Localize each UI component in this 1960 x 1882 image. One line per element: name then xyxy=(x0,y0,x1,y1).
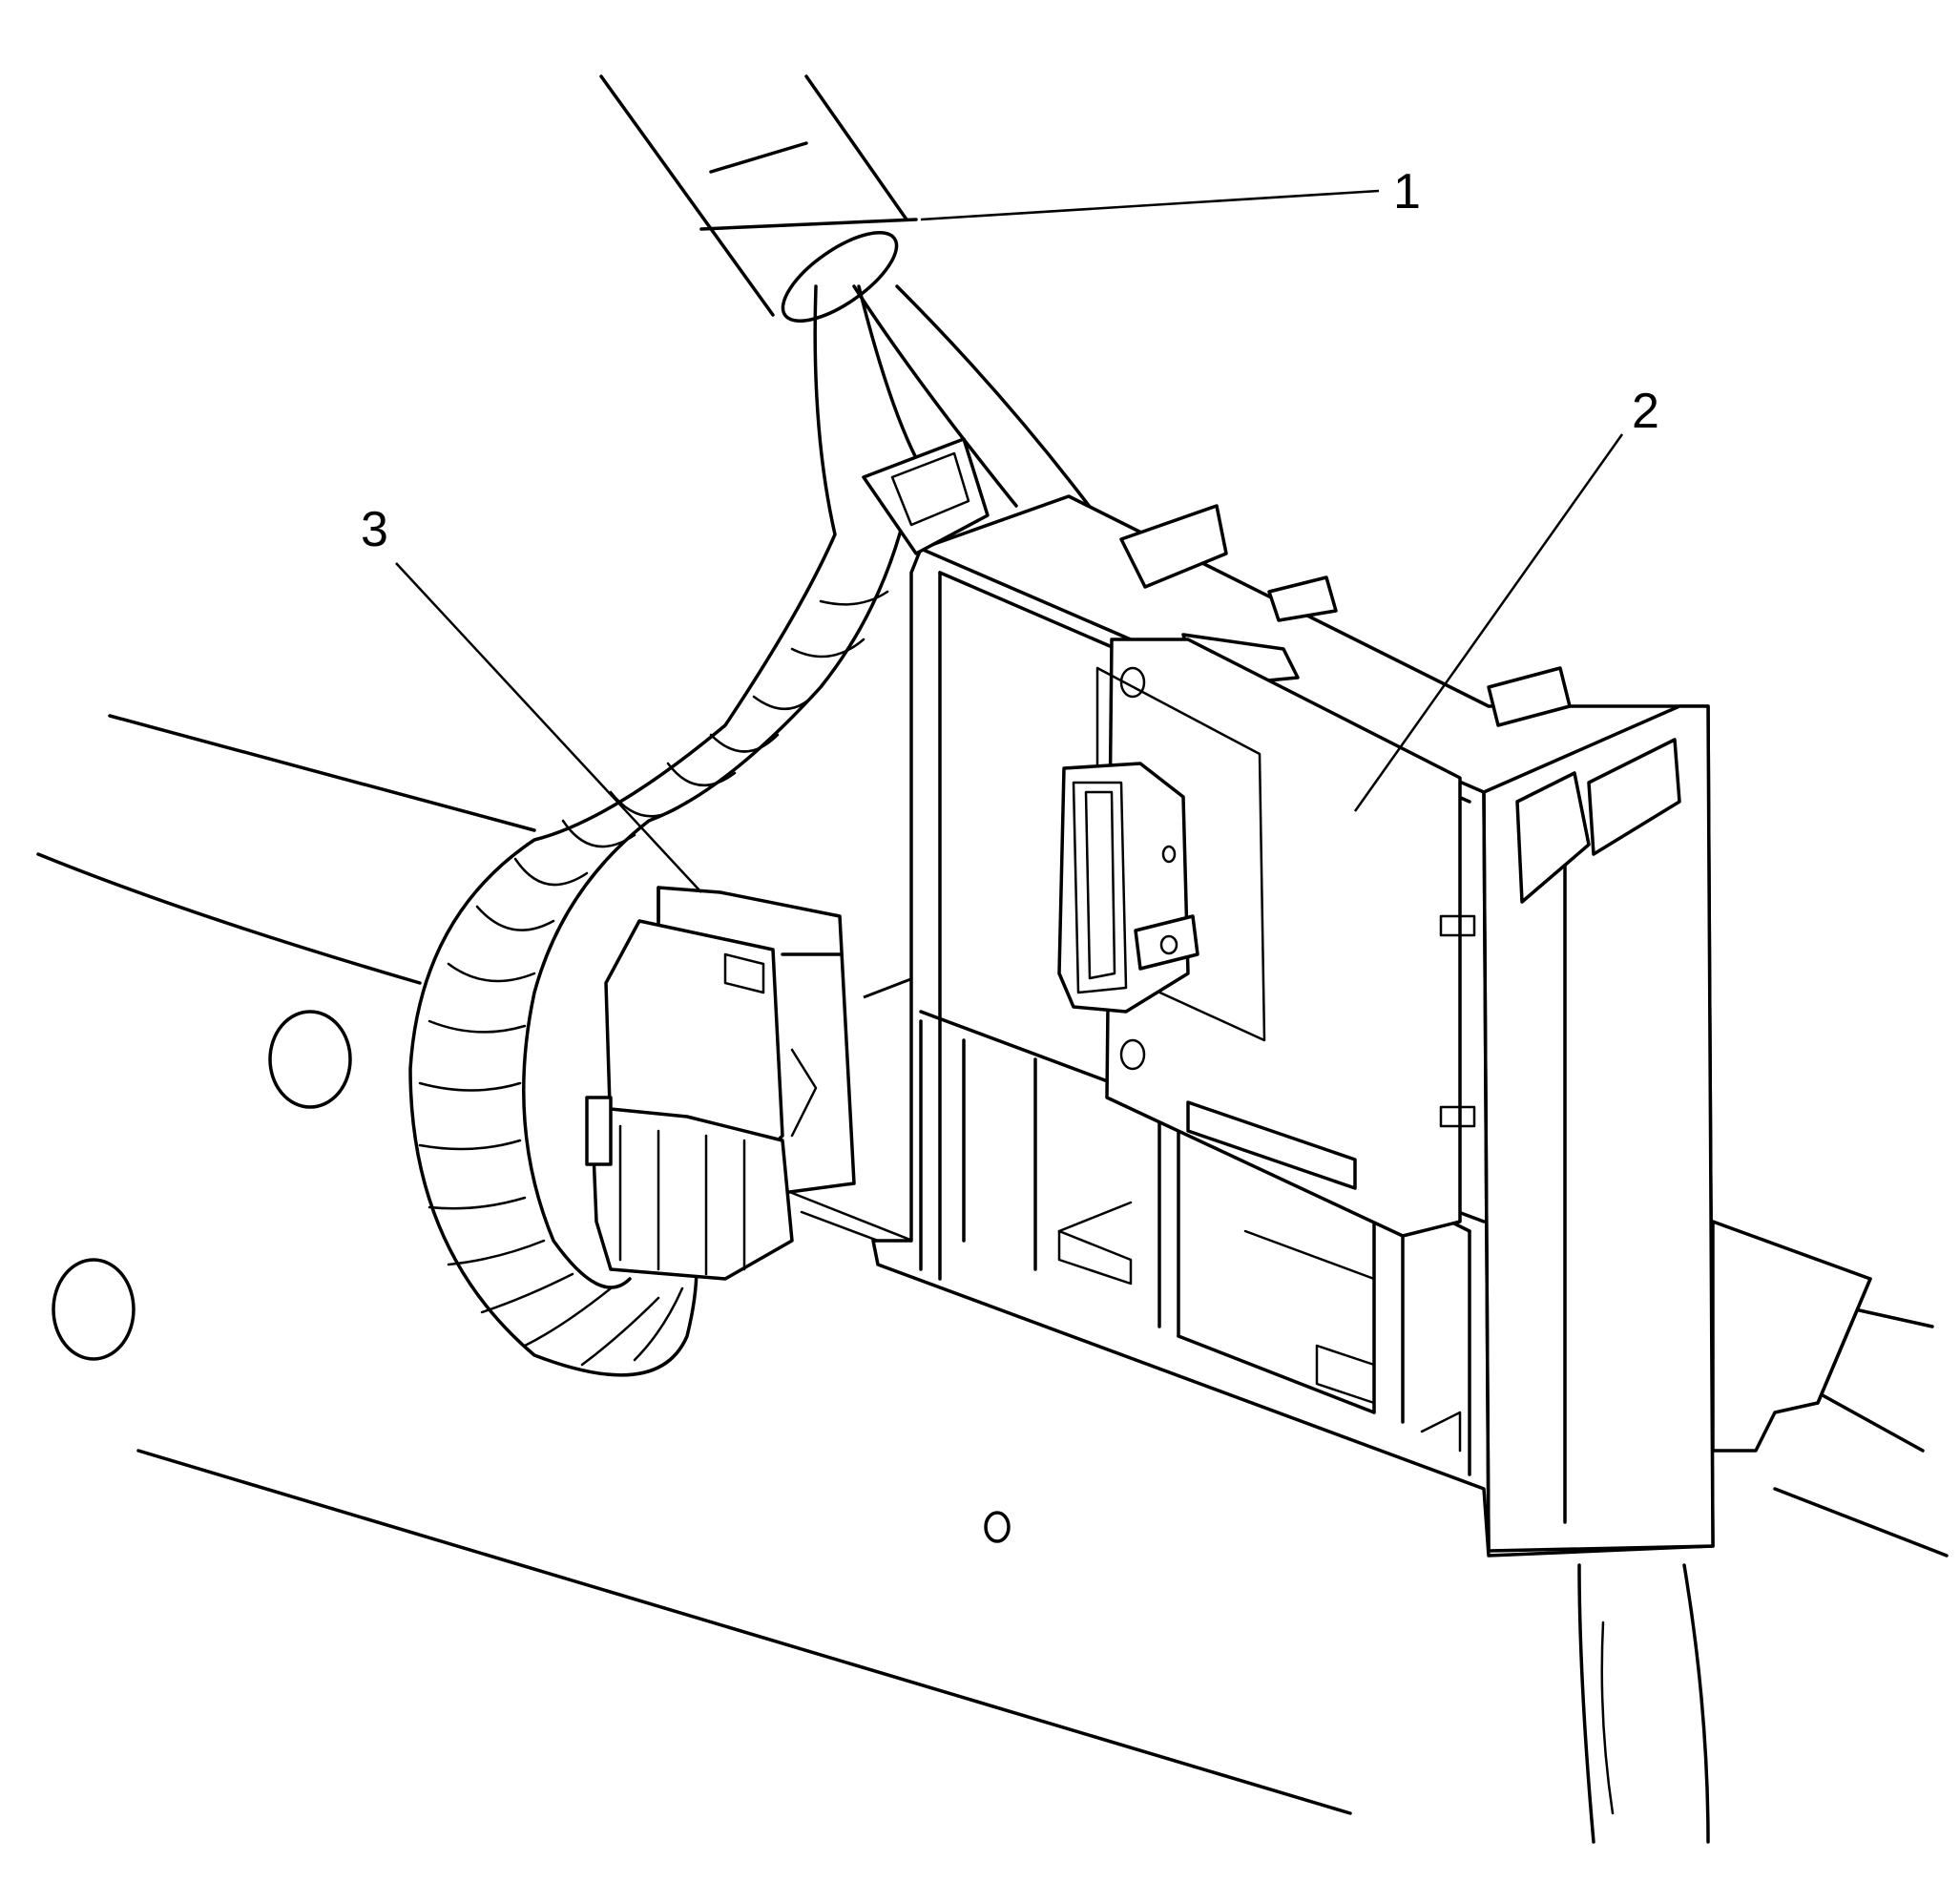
panel-hole-icon xyxy=(52,1258,136,1361)
panel-hole-icon xyxy=(984,1511,1011,1543)
panel-hole-icon xyxy=(268,1010,352,1109)
callout-label-3: 3 xyxy=(361,502,388,557)
background-panel xyxy=(36,714,1949,1844)
callout-leader-2 xyxy=(1353,433,1624,812)
callout-leaders xyxy=(395,189,1624,893)
module-bracket xyxy=(862,437,1872,1558)
callout-label-2: 2 xyxy=(1632,384,1659,439)
callout-label-1: 1 xyxy=(1393,164,1421,220)
harness-connector xyxy=(585,886,856,1281)
wiring-harness xyxy=(408,74,1109,1377)
callout-leader-3 xyxy=(395,562,702,893)
callout-leader-1 xyxy=(920,189,1380,221)
